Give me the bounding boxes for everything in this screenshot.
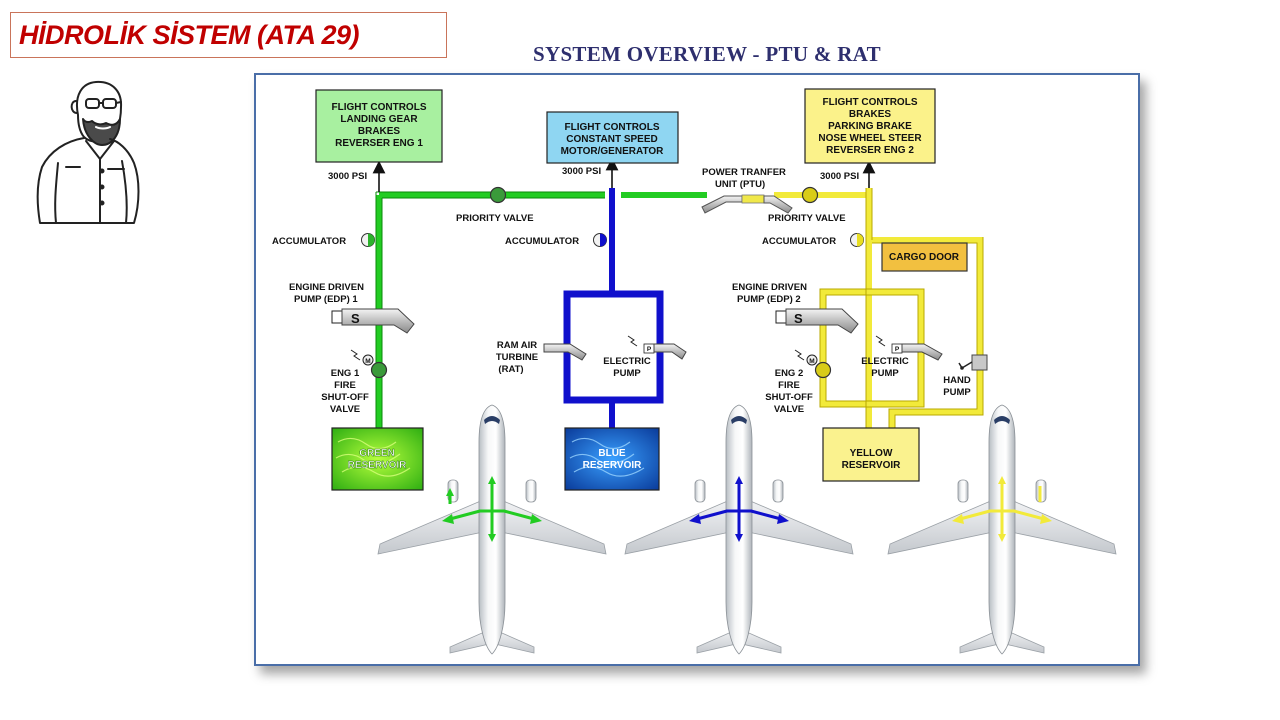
- green-consumer-3: BRAKES: [358, 126, 401, 137]
- green-edp-symbol: S: [351, 311, 360, 326]
- yellow-accumulator: ACCUMULATOR: [762, 233, 864, 247]
- yellow-reservoir-label-1: YELLOW: [850, 448, 893, 459]
- yellow-electric-pump-label-1: ELECTRIC: [861, 356, 909, 367]
- green-priority-valve: PRIORITY VALVE: [456, 186, 534, 224]
- yellow-consumer-5: REVERSER ENG 2: [826, 145, 914, 156]
- ptu-unit: POWER TRANFER UNIT (PTU): [701, 167, 793, 214]
- yellow-consumer-4: NOSE WHEEL STEER: [818, 133, 922, 144]
- yellow-consumer-3: PARKING BRAKE: [828, 121, 912, 132]
- blue-reservoir: BLUE RESERVOIR: [564, 427, 660, 491]
- yellow-fire-valve-label-2: FIRE: [778, 380, 800, 391]
- rat-label-3: (RAT): [498, 364, 523, 375]
- rat-label-1: RAM AIR: [497, 340, 537, 351]
- green-consumers-box: FLIGHT CONTROLS LANDING GEAR BRAKES REVE…: [315, 89, 443, 163]
- yellow-fire-valve-label-4: VALVE: [774, 404, 804, 415]
- yellow-edp: ENGINE DRIVEN PUMP (EDP) 2 S: [732, 282, 859, 334]
- yellow-pressure-label: 3000 PSI: [820, 171, 859, 182]
- yellow-reservoir-label-2: RESERVOIR: [842, 460, 901, 471]
- blue-reservoir-label-1: BLUE: [598, 448, 626, 459]
- blue-pressure-label: 3000 PSI: [562, 166, 601, 177]
- yellow-fire-valve-label-1: ENG 2: [775, 368, 804, 379]
- green-priority-valve-label: PRIORITY VALVE: [456, 213, 534, 224]
- ptu-label-1: POWER TRANFER: [702, 167, 786, 178]
- ram-air-turbine: RAM AIR TURBINE (RAT): [496, 340, 587, 375]
- yellow-fire-valve: M ENG 2 FIRE SHUT-OFF VALVE: [765, 349, 832, 415]
- blue-consumer-3: MOTOR/GENERATOR: [561, 146, 665, 157]
- blue-pump-letter: P: [647, 346, 652, 353]
- aircraft-icon-yellow: [887, 404, 1117, 655]
- green-accumulator: ACCUMULATOR: [272, 233, 375, 247]
- hand-pump-label-2: PUMP: [943, 387, 971, 398]
- yellow-reservoir: YELLOW RESERVOIR: [822, 427, 920, 482]
- green-fire-valve-label-1: ENG 1: [331, 368, 360, 379]
- blue-electric-pump-label-2: PUMP: [613, 368, 641, 379]
- diagram-subtitle: SYSTEM OVERVIEW - PTU & RAT: [533, 42, 881, 66]
- blue-consumer-1: FLIGHT CONTROLS: [565, 122, 660, 133]
- cargo-door-label: CARGO DOOR: [889, 252, 960, 263]
- yellow-electric-pump-label-2: PUMP: [871, 368, 899, 379]
- green-fire-valve-label-3: SHUT-OFF: [321, 392, 369, 403]
- slide-title: HİDROLİK SİSTEM (ATA 29): [19, 20, 360, 50]
- green-fire-valve: M ENG 1 FIRE SHUT-OFF VALVE: [321, 349, 388, 415]
- control-arrows-blue: [695, 480, 783, 538]
- hand-pump: HAND PUMP: [943, 354, 988, 398]
- yellow-valve-motor-letter: M: [809, 358, 814, 365]
- blue-consumers-box: FLIGHT CONTROLS CONSTANT SPEED MOTOR/GEN…: [546, 111, 679, 164]
- green-consumer-2: LANDING GEAR: [340, 114, 418, 125]
- yellow-electric-pump: P ELECTRIC PUMP: [861, 335, 943, 379]
- green-consumer-1: FLIGHT CONTROLS: [332, 102, 427, 113]
- cargo-door-box: CARGO DOOR: [881, 242, 968, 272]
- yellow-edp-label-2: PUMP (EDP) 2: [737, 294, 801, 305]
- blue-electric-pump-label-1: ELECTRIC: [603, 356, 651, 367]
- green-accumulator-label: ACCUMULATOR: [272, 236, 346, 247]
- blue-system-lines: [563, 188, 664, 428]
- green-pressure-label: 3000 PSI: [328, 171, 367, 182]
- yellow-priority-valve-label: PRIORITY VALVE: [768, 213, 846, 224]
- ptu-label-2: UNIT (PTU): [715, 179, 765, 190]
- blue-electric-pump: P ELECTRIC PUMP: [603, 335, 687, 379]
- yellow-edp-label-1: ENGINE DRIVEN: [732, 282, 807, 293]
- hand-pump-label-1: HAND: [943, 375, 971, 386]
- slide-title-box: HİDROLİK SİSTEM (ATA 29): [10, 12, 447, 58]
- blue-consumer-2: CONSTANT SPEED: [566, 134, 658, 145]
- yellow-consumer-2: BRAKES: [849, 109, 892, 120]
- green-valve-motor-letter: M: [365, 358, 370, 365]
- green-edp-label-2: PUMP (EDP) 1: [294, 294, 358, 305]
- aircraft-icon-blue: [624, 404, 854, 655]
- yellow-pump-letter: P: [895, 346, 900, 353]
- aircraft-icon-green: [377, 404, 607, 655]
- yellow-accumulator-label: ACCUMULATOR: [762, 236, 836, 247]
- green-reservoir-label-1: GREEN: [359, 448, 395, 459]
- green-fire-valve-label-4: VALVE: [330, 404, 360, 415]
- green-edp-label-1: ENGINE DRIVEN: [289, 282, 364, 293]
- yellow-edp-symbol: S: [794, 311, 803, 326]
- control-arrows-green: [448, 480, 536, 538]
- rat-label-2: TURBINE: [496, 352, 538, 363]
- green-reservoir: GREEN RESERVOIR: [331, 427, 424, 491]
- blue-accumulator-label: ACCUMULATOR: [505, 236, 579, 247]
- green-fire-valve-label-2: FIRE: [334, 380, 356, 391]
- blue-accumulator: ACCUMULATOR: [505, 233, 607, 247]
- hydraulic-diagram-panel: FLIGHT CONTROLS LANDING GEAR BRAKES REVE…: [254, 73, 1140, 666]
- yellow-consumers-box: FLIGHT CONTROLS BRAKES PARKING BRAKE NOS…: [804, 88, 936, 164]
- control-arrows-yellow: [958, 480, 1046, 538]
- presenter-avatar-icon: [36, 80, 140, 224]
- yellow-priority-valve: PRIORITY VALVE: [768, 186, 846, 224]
- green-consumer-4: REVERSER ENG 1: [335, 138, 423, 149]
- green-reservoir-label-2: RESERVOIR: [348, 460, 407, 471]
- yellow-consumer-1: FLIGHT CONTROLS: [823, 97, 918, 108]
- blue-reservoir-label-2: RESERVOIR: [583, 460, 642, 471]
- yellow-fire-valve-label-3: SHUT-OFF: [765, 392, 813, 403]
- green-edp: ENGINE DRIVEN PUMP (EDP) 1 S: [289, 282, 415, 334]
